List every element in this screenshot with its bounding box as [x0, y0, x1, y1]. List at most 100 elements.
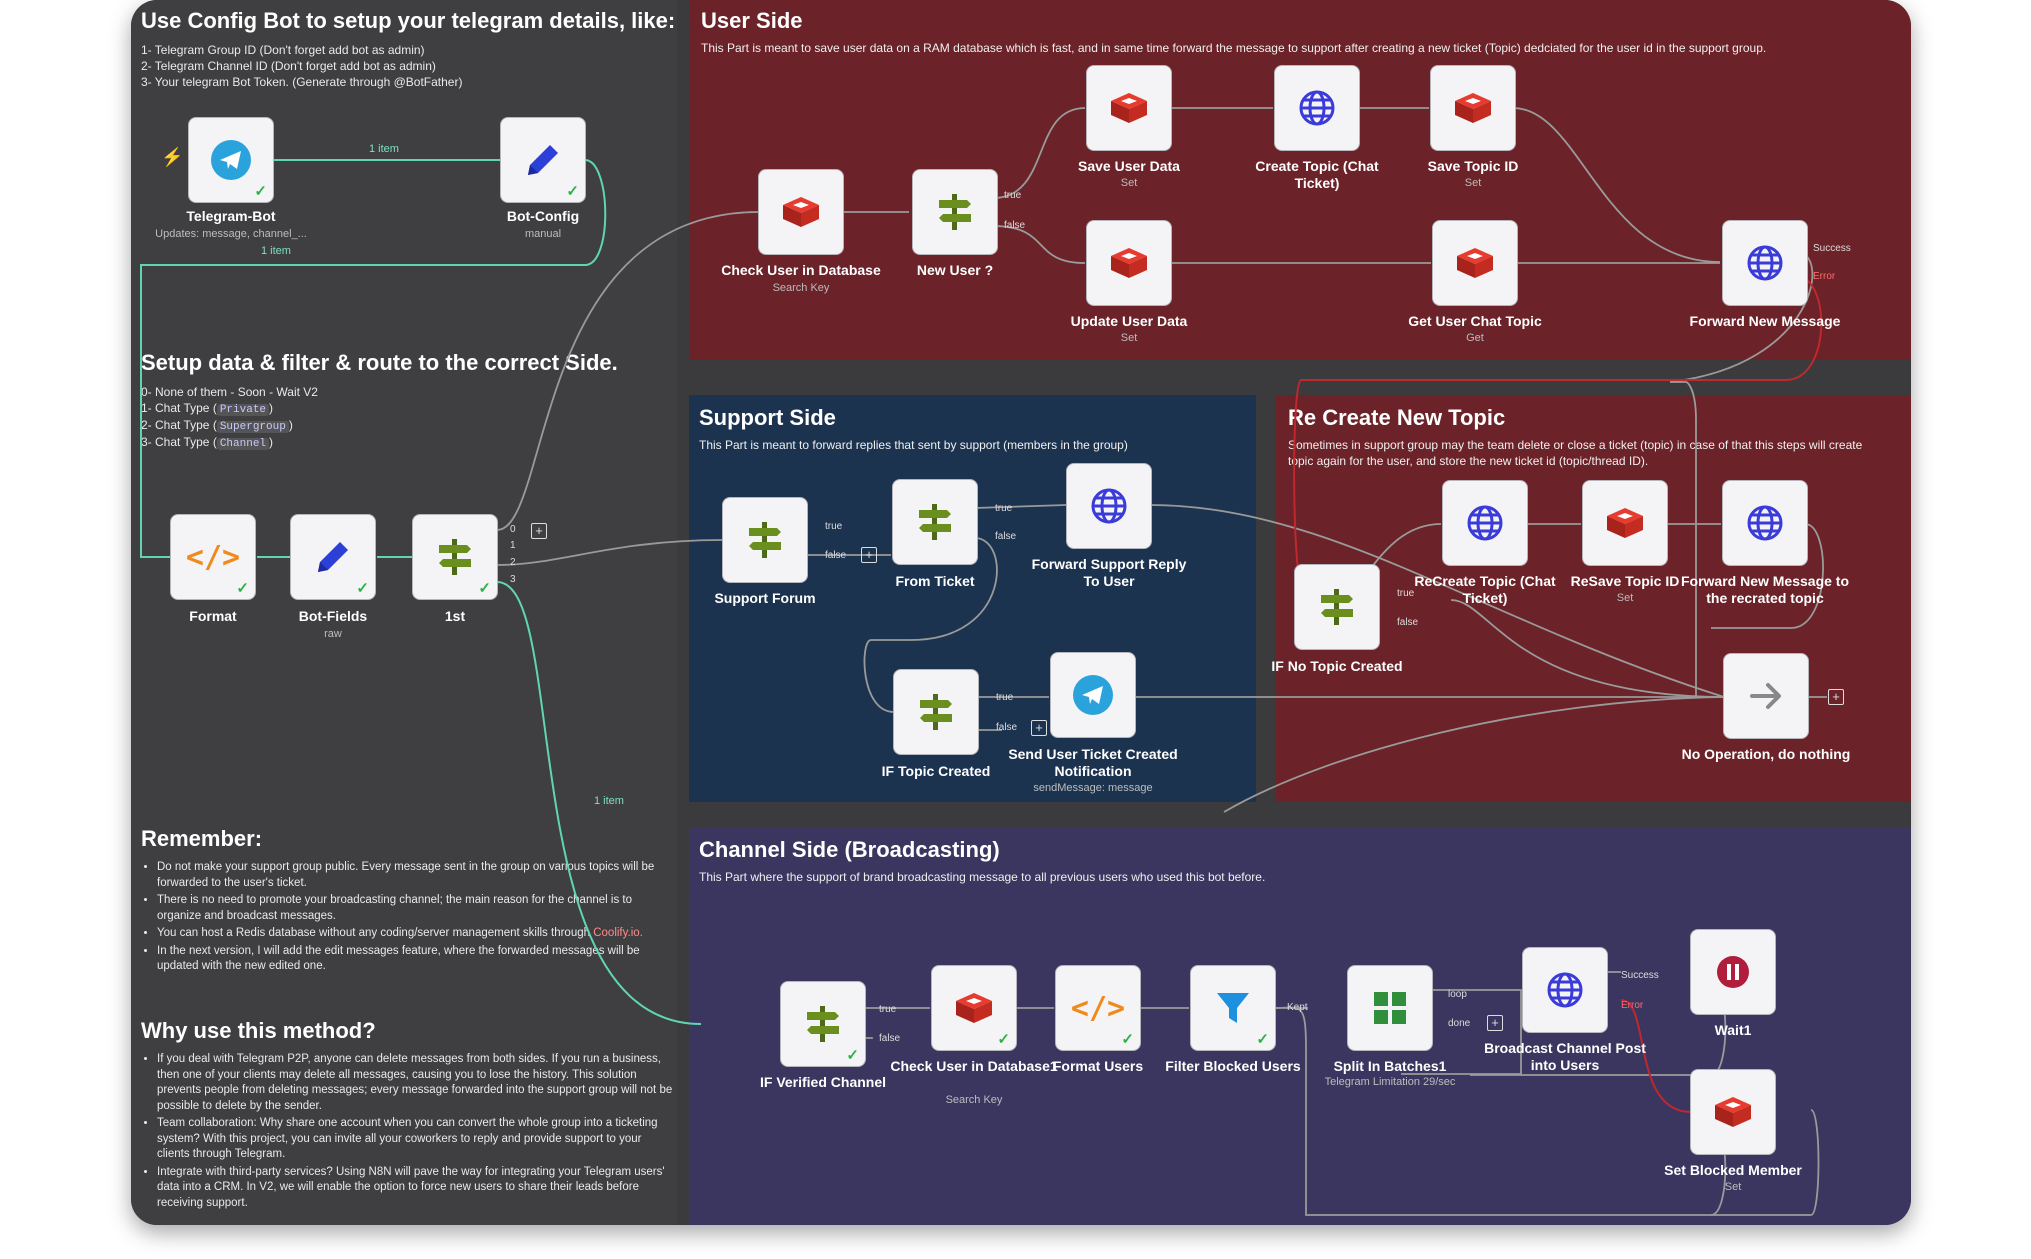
filter-blocked-node[interactable]: ✓: [1191, 966, 1275, 1050]
list-item: There is no need to promote your broadca…: [157, 893, 677, 924]
success-check-icon: ✓: [1121, 1031, 1134, 1048]
telegram-icon: [1051, 653, 1135, 737]
bot-fields-node[interactable]: ✓: [291, 515, 375, 599]
port-label: Success: [1621, 970, 1659, 981]
get-topic-node[interactable]: [1433, 221, 1517, 305]
node-label: IF Topic Created: [881, 763, 991, 779]
trigger-bolt-icon: ⚡: [161, 147, 184, 167]
no-operation-node[interactable]: [1724, 654, 1808, 738]
workflow-canvas[interactable]: Use Config Bot to setup your telegram de…: [131, 0, 1911, 1225]
setup-note-line: 0- None of them - Soon - Wait V2: [141, 385, 318, 399]
edge-label: 1 item: [594, 795, 624, 807]
node-subtitle: Set: [1616, 592, 1634, 604]
globe-icon: [1067, 464, 1151, 548]
node-label: Forward Support Reply To User: [1031, 556, 1187, 589]
node-label: Get User Chat Topic: [1408, 313, 1542, 329]
config-note-line: 1- Telegram Group ID (Don't forget add b…: [141, 43, 425, 57]
node-subtitle: Updates: message, channel_...: [155, 228, 307, 240]
port-label: true: [996, 692, 1014, 703]
pause-icon: [1691, 930, 1775, 1014]
node-label: Set Blocked Member: [1664, 1162, 1802, 1178]
connection-wires: [140, 107, 1827, 1216]
format-node[interactable]: </> ✓: [171, 515, 255, 599]
node-label: Split In Batches1: [1333, 1058, 1447, 1074]
format-users-node[interactable]: </> ✓: [1056, 966, 1140, 1050]
port-label: false: [879, 1033, 901, 1044]
add-node-button[interactable]: +: [1031, 720, 1047, 736]
add-node-button[interactable]: +: [861, 547, 877, 563]
recreate-topic-node[interactable]: [1443, 481, 1527, 565]
why-title: Why use this method?: [141, 1018, 376, 1043]
if-icon: [1295, 565, 1379, 649]
port-label: true: [1004, 190, 1022, 201]
forward-recreated-node[interactable]: [1723, 481, 1807, 565]
add-node-button[interactable]: +: [531, 523, 547, 539]
globe-icon: [1723, 221, 1807, 305]
if-topic-created-node[interactable]: [894, 670, 978, 754]
success-check-icon: ✓: [254, 183, 267, 200]
success-check-icon: ✓: [846, 1047, 859, 1064]
pencil-icon: [501, 118, 585, 202]
forward-support-reply-node[interactable]: [1067, 464, 1151, 548]
redis-icon: [1583, 481, 1667, 565]
section-desc: topic again for the user, and store the …: [1288, 454, 1649, 468]
node-label: Format Users: [1052, 1058, 1144, 1074]
node-subtitle: Get: [1466, 332, 1484, 344]
if-icon: [893, 480, 977, 564]
sticky-note-column: Use Config Bot to setup your telegram de…: [131, 0, 677, 1225]
check-user-node[interactable]: [759, 170, 843, 254]
create-topic-node[interactable]: [1275, 66, 1359, 150]
wait-node[interactable]: [1691, 930, 1775, 1014]
node-label: ReSave Topic ID: [1570, 573, 1680, 589]
setup-note-line: 3- Chat Type (Channel): [141, 435, 274, 450]
batch-icon: [1348, 966, 1432, 1050]
broadcast-post-node[interactable]: [1523, 948, 1607, 1032]
list-item: Do not make your support group public. E…: [157, 860, 677, 891]
new-user-if-node[interactable]: [913, 170, 997, 254]
send-ticket-notification-node[interactable]: [1051, 653, 1135, 737]
list-item: You can host a Redis database without an…: [157, 926, 677, 942]
node-subtitle: sendMessage: message: [1033, 782, 1153, 794]
port-label: true: [995, 503, 1013, 514]
set-blocked-member-node[interactable]: [1691, 1070, 1775, 1154]
telegram-bot-node[interactable]: ✓: [189, 118, 273, 202]
add-node-button[interactable]: +: [1487, 1015, 1503, 1031]
switch-icon: [413, 515, 497, 599]
port-label: false: [995, 531, 1017, 542]
save-user-node[interactable]: [1087, 66, 1171, 150]
code-icon: </>: [1070, 990, 1126, 1026]
coolify-link[interactable]: Coolify.io.: [593, 927, 643, 939]
redis-icon: [1691, 1070, 1775, 1154]
update-user-node[interactable]: [1087, 221, 1171, 305]
node-subtitle: Set: [1724, 1181, 1742, 1193]
list-item: Integrate with third-party services? Usi…: [157, 1165, 677, 1212]
globe-icon: [1275, 66, 1359, 150]
node-label: Save User Data: [1078, 158, 1180, 174]
section-desc: This Part is meant to save user data on …: [701, 41, 1767, 55]
check-user1-node[interactable]: ✓: [932, 966, 1016, 1050]
support-forum-node[interactable]: [723, 498, 807, 582]
bot-config-node[interactable]: ✓: [501, 118, 585, 202]
node-label: Bot-Config: [506, 208, 580, 224]
resave-topic-node[interactable]: [1583, 481, 1667, 565]
add-node-button[interactable]: +: [1828, 689, 1844, 705]
split-in-batches-node[interactable]: [1348, 966, 1432, 1050]
node-label: Forward New Message: [1689, 313, 1841, 329]
if-no-topic-node[interactable]: [1295, 565, 1379, 649]
user-side-section: User Side This Part is meant to save use…: [689, 0, 1911, 360]
if-icon: [894, 670, 978, 754]
redis-icon: [1431, 66, 1515, 150]
route-switch-node[interactable]: ✓: [413, 515, 497, 599]
edge-label: 1 item: [261, 245, 291, 257]
redis-icon: [1433, 221, 1517, 305]
node-label: IF No Topic Created: [1271, 658, 1403, 674]
from-ticket-node[interactable]: [893, 480, 977, 564]
if-verified-channel-node[interactable]: ✓: [781, 982, 865, 1066]
node-label: From Ticket: [895, 573, 975, 589]
port-label: loop: [1448, 989, 1467, 1000]
forward-new-message-node[interactable]: [1723, 221, 1807, 305]
redis-icon: [1087, 66, 1171, 150]
save-topic-node[interactable]: [1431, 66, 1515, 150]
remember-title: Remember:: [141, 826, 263, 851]
code-icon: </>: [185, 539, 241, 575]
